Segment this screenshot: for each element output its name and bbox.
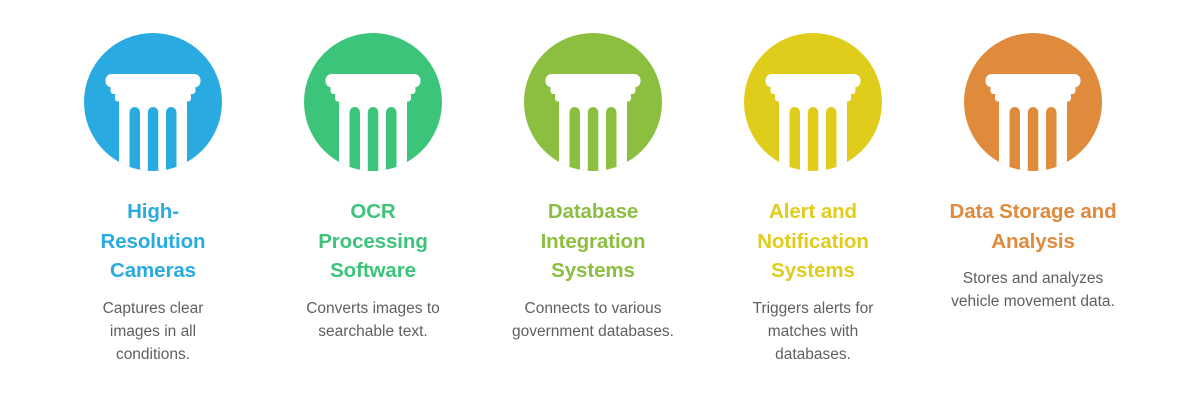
component-title: OCR Processing Software bbox=[318, 200, 428, 283]
classical-column-icon bbox=[964, 33, 1102, 171]
component-title: High-Resolution Cameras bbox=[100, 200, 206, 283]
classical-column-icon bbox=[304, 33, 442, 171]
component-title: Alert and Notification Systems bbox=[757, 200, 869, 283]
classical-column-icon bbox=[744, 33, 882, 171]
component-title: Database Integration Systems bbox=[540, 200, 646, 283]
component-description: Triggers alerts for matches with databas… bbox=[752, 300, 874, 364]
component-description: Captures clear images in all conditions. bbox=[102, 300, 204, 364]
classical-column-icon bbox=[524, 33, 662, 171]
component-description: Connects to various government databases… bbox=[512, 300, 674, 341]
component-card: OCR Processing Software Converts images … bbox=[263, 33, 483, 344]
component-card: Database Integration Systems Connects to… bbox=[483, 33, 703, 344]
classical-column-icon bbox=[84, 33, 222, 171]
component-description: Stores and analyzes vehicle movement dat… bbox=[951, 270, 1115, 311]
component-card: Alert and Notification Systems Triggers … bbox=[703, 33, 923, 367]
component-card: Data Storage and Analysis Stores and ana… bbox=[923, 33, 1143, 314]
component-description: Converts images to searchable text. bbox=[306, 300, 440, 341]
component-title: Data Storage and Analysis bbox=[949, 200, 1117, 253]
component-card: High-Resolution Cameras Captures clear i… bbox=[43, 33, 263, 367]
